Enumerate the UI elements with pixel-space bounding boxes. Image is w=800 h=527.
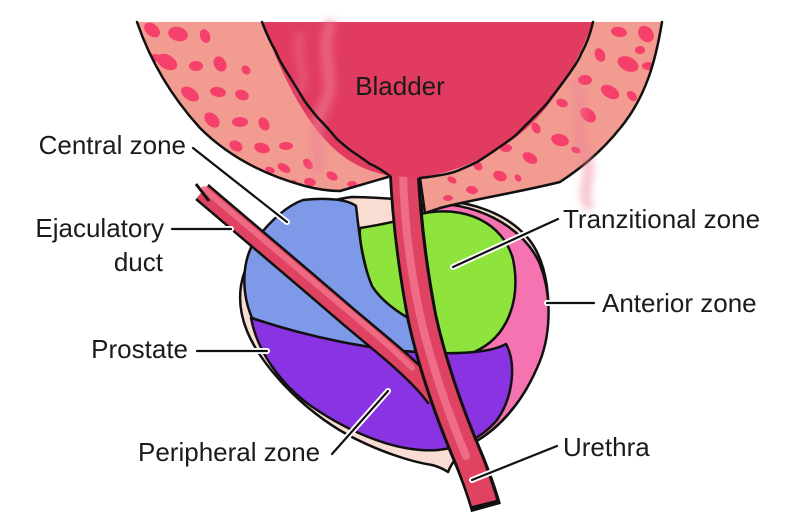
prostate-group: [238, 195, 550, 474]
wall-spots-right: [443, 25, 654, 201]
bladder-wall-outline-right: [418, 20, 664, 215]
peripheral-zone-leader: [330, 389, 390, 456]
bladder-inner-wall-line-left: [260, 20, 392, 178]
ejaculatory-duct-tube: [194, 183, 445, 405]
central-zone-label: Central zone: [39, 130, 186, 160]
bladder-wall-outline-left: [135, 20, 390, 193]
bladder-label: Bladder: [355, 71, 445, 101]
duct-highlight: [201, 186, 415, 371]
bladder-group: [135, 19, 664, 215]
anterior-zone-label: Anterior zone: [602, 288, 757, 318]
labels-group: Bladder Central zone Ejaculatory duct Pr…: [35, 71, 760, 483]
bladder-inner-wall-line-right: [418, 20, 595, 180]
urethra-label: Urethra: [563, 432, 650, 462]
transitional-zone-label: Tranzitional zone: [563, 204, 760, 234]
ejaculatory-duct-label-line1: Ejaculatory: [35, 213, 164, 243]
transitional-zone-leader: [451, 217, 560, 269]
ejaculatory-duct-label-line2: duct: [114, 247, 164, 277]
urethra-highlight: [399, 168, 470, 460]
peripheral-zone-label: Peripheral zone: [138, 437, 320, 467]
prostate-label: Prostate: [91, 334, 188, 364]
urethra-leader: [470, 444, 559, 482]
wall-spots-left: [144, 22, 357, 187]
bladder-streaks: [294, 19, 594, 210]
duct-cut-end: [194, 183, 211, 202]
central-zone-leader: [191, 146, 289, 224]
